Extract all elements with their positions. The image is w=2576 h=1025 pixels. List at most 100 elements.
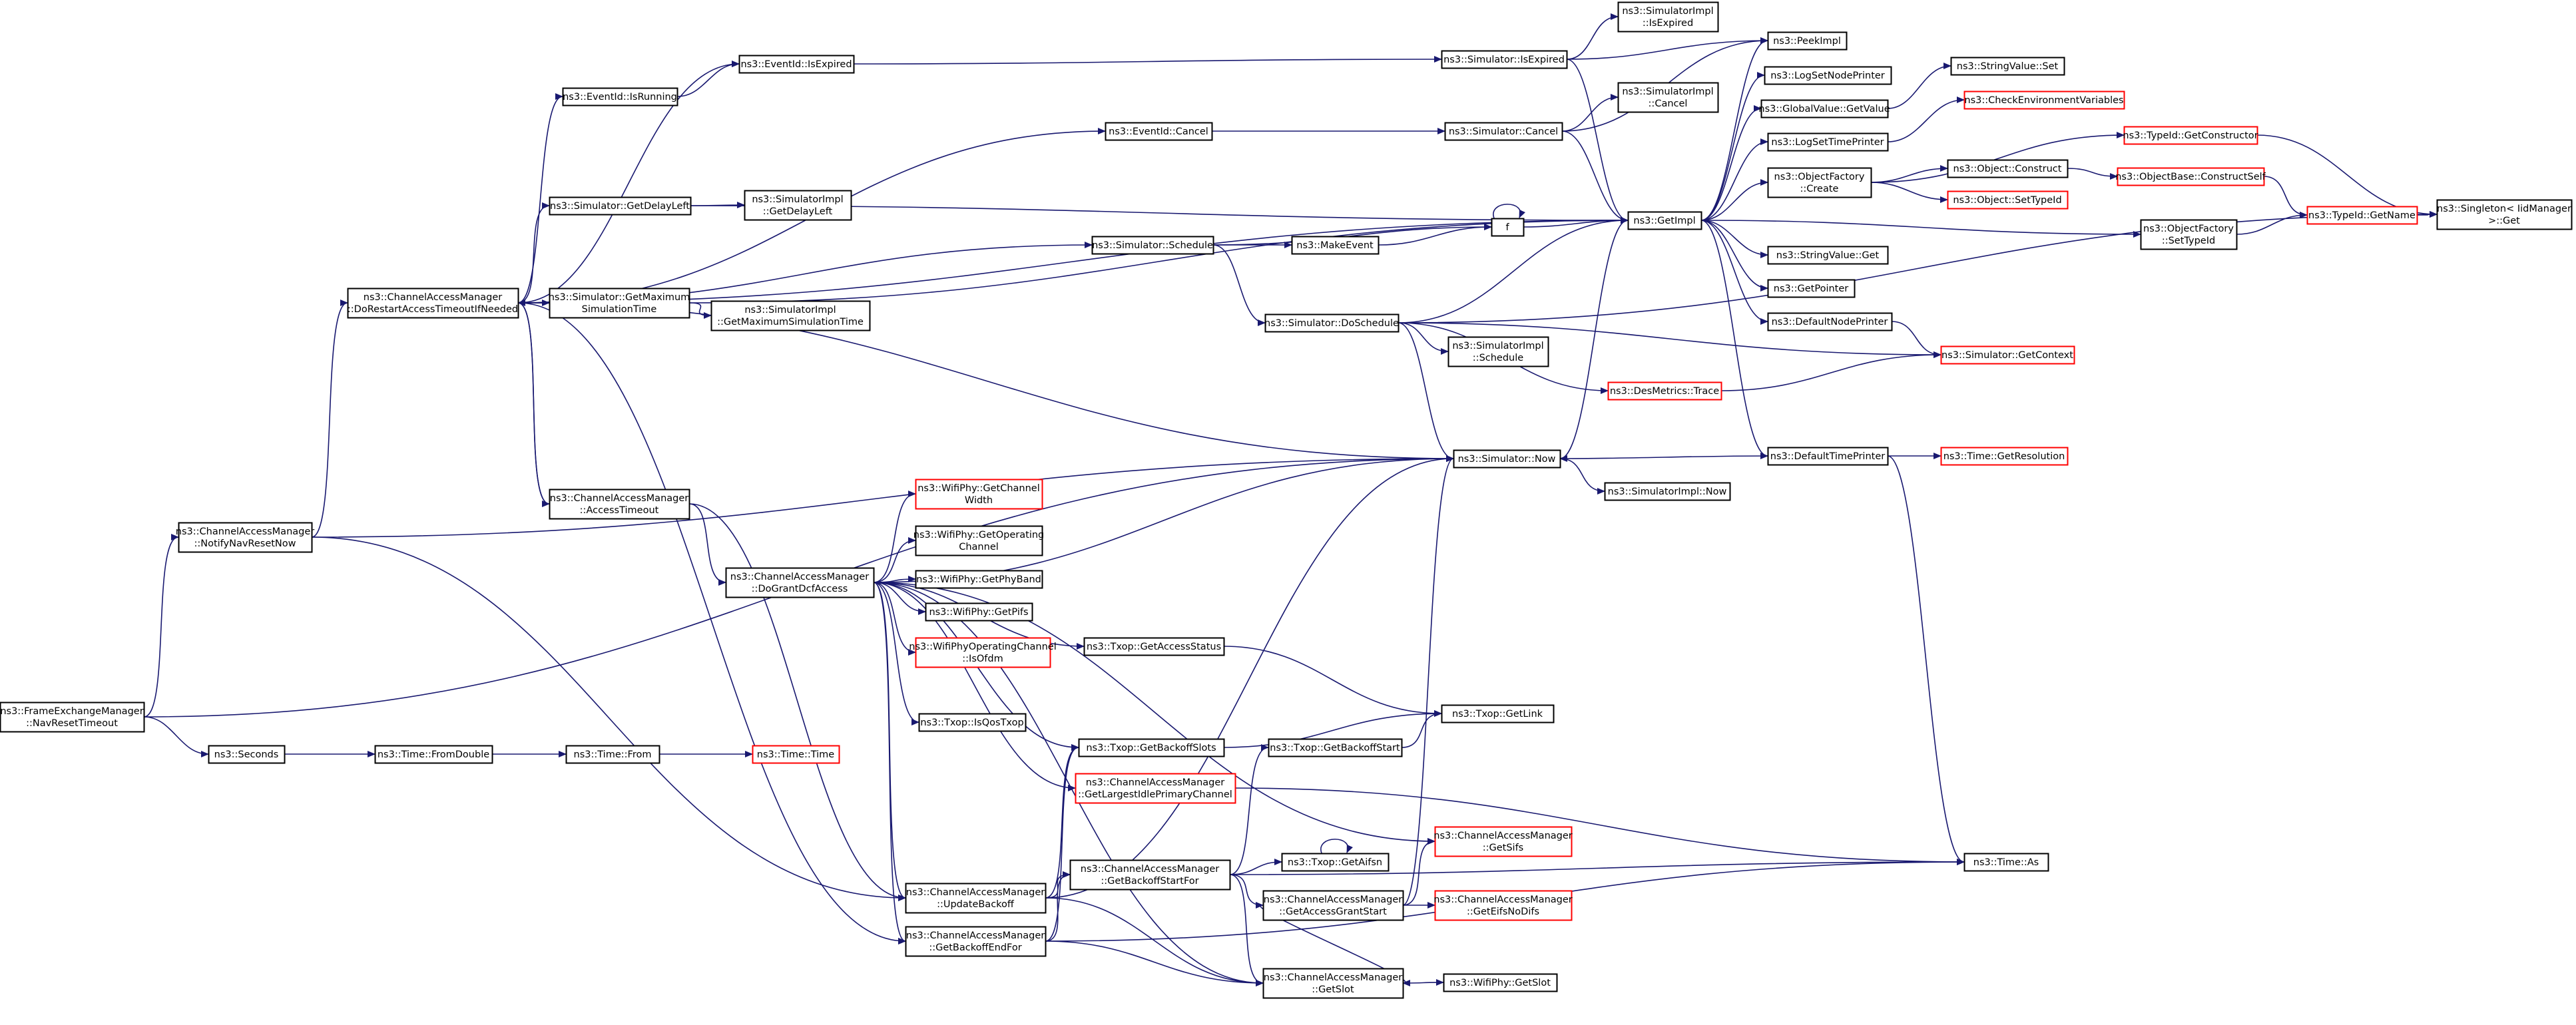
node-label: ns3::DefaultTimePrinter: [1770, 451, 1885, 462]
node-objfactory-settypeid[interactable]: ns3::ObjectFactory::SetTypeId: [2140, 219, 2238, 250]
node-simimpl-getdelayleft[interactable]: ns3::SimulatorImpl::GetDelayLeft: [744, 190, 852, 221]
node-label: ns3::Time::Time: [757, 749, 835, 760]
node-getpointer[interactable]: ns3::GetPointer: [1767, 279, 1856, 298]
node-label: ::GetDelayLeft: [763, 206, 833, 217]
node-singleton-get[interactable]: ns3::Singleton< IidManager>::Get: [2436, 199, 2573, 230]
node-stringvalue-get[interactable]: ns3::StringValue::Get: [1767, 246, 1889, 265]
node-time-as[interactable]: ns3::Time::As: [1963, 853, 2049, 872]
node-label: ::DoRestartAccessTimeoutIfNeeded: [348, 304, 518, 315]
edge-getbackoffendfor-to-getslot: [1045, 940, 1264, 986]
node-schedule[interactable]: ns3::Simulator::Schedule: [1091, 236, 1214, 255]
node-label: ns3::SimulatorImpl: [1452, 341, 1543, 351]
node-txop-getbackoffslots[interactable]: ns3::Txop::GetBackoffSlots: [1078, 738, 1225, 757]
node-isexpired[interactable]: ns3::EventId::IsExpired: [738, 55, 855, 74]
node-box: [1441, 704, 1555, 723]
node-sim-cancel[interactable]: ns3::Simulator::Cancel: [1444, 122, 1563, 141]
node-box: [752, 745, 840, 764]
node-defaultnode[interactable]: ns3::DefaultNodePrinter: [1767, 312, 1893, 331]
node-updatebackoff[interactable]: ns3::ChannelAccessManager::UpdateBackoff: [905, 883, 1047, 914]
node-objfactory-create[interactable]: ns3::ObjectFactory::Create: [1767, 167, 1872, 198]
node-label: ns3::Time::As: [1973, 857, 2039, 868]
node-isofdm[interactable]: ns3::WifiPhyOperatingChannel::IsOfdm: [909, 637, 1057, 668]
node-getbackoffstartfor[interactable]: ns3::ChannelAccessManager::GetBackoffSta…: [1069, 859, 1231, 891]
node-desmetrics[interactable]: ns3::DesMetrics::Trace: [1607, 381, 1722, 401]
node-label: ns3::Txop::GetAifsn: [1288, 857, 1382, 868]
node-seconds[interactable]: ns3::Seconds: [208, 745, 286, 764]
node-isrunning[interactable]: ns3::EventId::IsRunning: [562, 87, 678, 106]
node-box: [1604, 482, 1731, 501]
node-getmaxsim[interactable]: ns3::Simulator::GetMaximumSimulationTime: [549, 288, 690, 319]
node-typeid-getconstructor[interactable]: ns3::TypeId::GetConstructor: [2123, 126, 2258, 145]
node-dogrant[interactable]: ns3::ChannelAccessManager::DoGrantDcfAcc…: [725, 567, 875, 598]
node-getbackoffendfor[interactable]: ns3::ChannelAccessManager::GetBackoffEnd…: [905, 926, 1047, 957]
node-txop-getlink[interactable]: ns3::Txop::GetLink: [1441, 704, 1555, 723]
node-fromdouble[interactable]: ns3::Time::FromDouble: [374, 745, 493, 764]
edge-notify-to-updatebackoff: [311, 536, 906, 901]
node-getphyband[interactable]: ns3::WifiPhy::GetPhyBand: [915, 570, 1043, 589]
node-getcontext[interactable]: ns3::Simulator::GetContext: [1940, 345, 2075, 365]
node-getpifs[interactable]: ns3::WifiPhy::GetPifs: [925, 602, 1033, 622]
node-sim-isexpired[interactable]: ns3::Simulator::IsExpired: [1441, 50, 1568, 69]
node-simimpl-now[interactable]: ns3::SimulatorImpl::Now: [1604, 482, 1731, 501]
node-box: [1291, 236, 1380, 255]
node-now[interactable]: ns3::Simulator::Now: [1453, 449, 1561, 469]
node-box: [1447, 336, 1549, 367]
node-stringvalue-set[interactable]: ns3::StringValue::Set: [1950, 57, 2065, 76]
node-box: [915, 637, 1051, 668]
node-label: ns3::ChannelAccessManager: [176, 526, 315, 537]
node-simimpl-schedule[interactable]: ns3::SimulatorImpl::Schedule: [1447, 336, 1549, 367]
node-label: ns3::Simulator::Cancel: [1449, 126, 1558, 137]
node-box: [1767, 31, 1848, 51]
node-box: [549, 196, 692, 216]
node-box: [1262, 968, 1404, 999]
node-getlargestidle[interactable]: ns3::ChannelAccessManager::GetLargestIdl…: [1075, 773, 1236, 804]
node-peekimpl[interactable]: ns3::PeekImpl: [1767, 31, 1848, 51]
node-txop-getaccessstatus[interactable]: ns3::Txop::GetAccessStatus: [1083, 637, 1225, 656]
node-object-settypeid[interactable]: ns3::Object::SetTypeId: [1947, 190, 2069, 210]
node-txop-isqos[interactable]: ns3::Txop::IsQosTxop: [918, 713, 1027, 732]
node-makeevent[interactable]: ns3::MakeEvent: [1291, 236, 1380, 255]
node-doschedule[interactable]: ns3::Simulator::DoSchedule: [1264, 313, 1400, 333]
edge-dogrant-to-txop_isqos: [873, 582, 919, 725]
node-txop-getbackoffstart[interactable]: ns3::Txop::GetBackoffStart: [1268, 738, 1403, 757]
node-restart[interactable]: ns3::ChannelAccessManager::DoRestartAcce…: [347, 288, 519, 319]
edge-now-to-simimpl_now: [1559, 458, 1605, 495]
node-globalvalue[interactable]: ns3::GlobalValue::GetValue: [1758, 99, 1890, 118]
node-logsetnode[interactable]: ns3::LogSetNodePrinter: [1764, 66, 1892, 85]
node-typeid-getname[interactable]: ns3::TypeId::GetName: [2306, 206, 2418, 225]
node-time-getresolution[interactable]: ns3::Time::GetResolution: [1940, 447, 2069, 466]
node-txop-getaifsn[interactable]: ns3::Txop::GetAifsn: [1281, 853, 1390, 872]
edge-typeid_getconstructor-to-singleton_get: [2256, 134, 2438, 218]
node-getaccessgrantstart[interactable]: ns3::ChannelAccessManager::GetAccessGran…: [1262, 890, 1404, 921]
node-wifiphy-getslot[interactable]: ns3::WifiPhy::GetSlot: [1443, 973, 1558, 992]
node-box: [1963, 853, 2049, 872]
node-accesstimeout[interactable]: ns3::ChannelAccessManager::AccessTimeout: [549, 489, 690, 520]
node-notify[interactable]: ns3::ChannelAccessManager::NotifyNavRese…: [176, 522, 315, 553]
node-logsettime[interactable]: ns3::LogSetTimePrinter: [1767, 132, 1889, 152]
node-geteifsnodifs[interactable]: ns3::ChannelAccessManager::GetEifsNoDifs: [1433, 890, 1573, 921]
node-timetime[interactable]: ns3::Time::Time: [752, 745, 840, 764]
node-object-construct[interactable]: ns3::Object::Construct: [1947, 159, 2069, 178]
edge-txop_getaccessstatus-to-txop_getlink: [1223, 646, 1442, 717]
node-getslot[interactable]: ns3::ChannelAccessManager::GetSlot: [1262, 968, 1404, 999]
node-checkenv[interactable]: ns3::CheckEnvironmentVariables: [1963, 91, 2125, 110]
edge-notify-to-now: [311, 455, 1454, 538]
node-defaulttime[interactable]: ns3::DefaultTimePrinter: [1767, 447, 1889, 466]
node-evcancel[interactable]: ns3::EventId::Cancel: [1105, 122, 1213, 141]
node-getsifs[interactable]: ns3::ChannelAccessManager::GetSifs: [1433, 826, 1573, 857]
node-from[interactable]: ns3::Time::From: [565, 745, 660, 764]
node-label: SimulationTime: [582, 304, 657, 315]
edge-getslot-to-wifiphy_getslot: [1402, 979, 1444, 986]
node-getdelayleft[interactable]: ns3::Simulator::GetDelayLeft: [549, 196, 692, 216]
node-f[interactable]: f: [1491, 218, 1525, 237]
node-simimpl-getmax[interactable]: ns3::SimulatorImpl::GetMaximumSimulation…: [710, 300, 871, 331]
node-getimpl[interactable]: ns3::GetImpl: [1627, 211, 1702, 230]
node-objectbase-constructself[interactable]: ns3::ObjectBase::ConstructSelf: [2115, 167, 2266, 186]
node-simimpl-cancel[interactable]: ns3::SimulatorImpl::Cancel: [1617, 82, 1719, 113]
node-label: ns3::ChannelAccessManager: [906, 930, 1045, 941]
node-simimpl-isexpired[interactable]: ns3::SimulatorImpl::IsExpired: [1617, 1, 1719, 33]
edge-getimpl-to-defaultnode: [1700, 220, 1768, 325]
node-label: ns3::Simulator::IsExpired: [1443, 55, 1565, 65]
